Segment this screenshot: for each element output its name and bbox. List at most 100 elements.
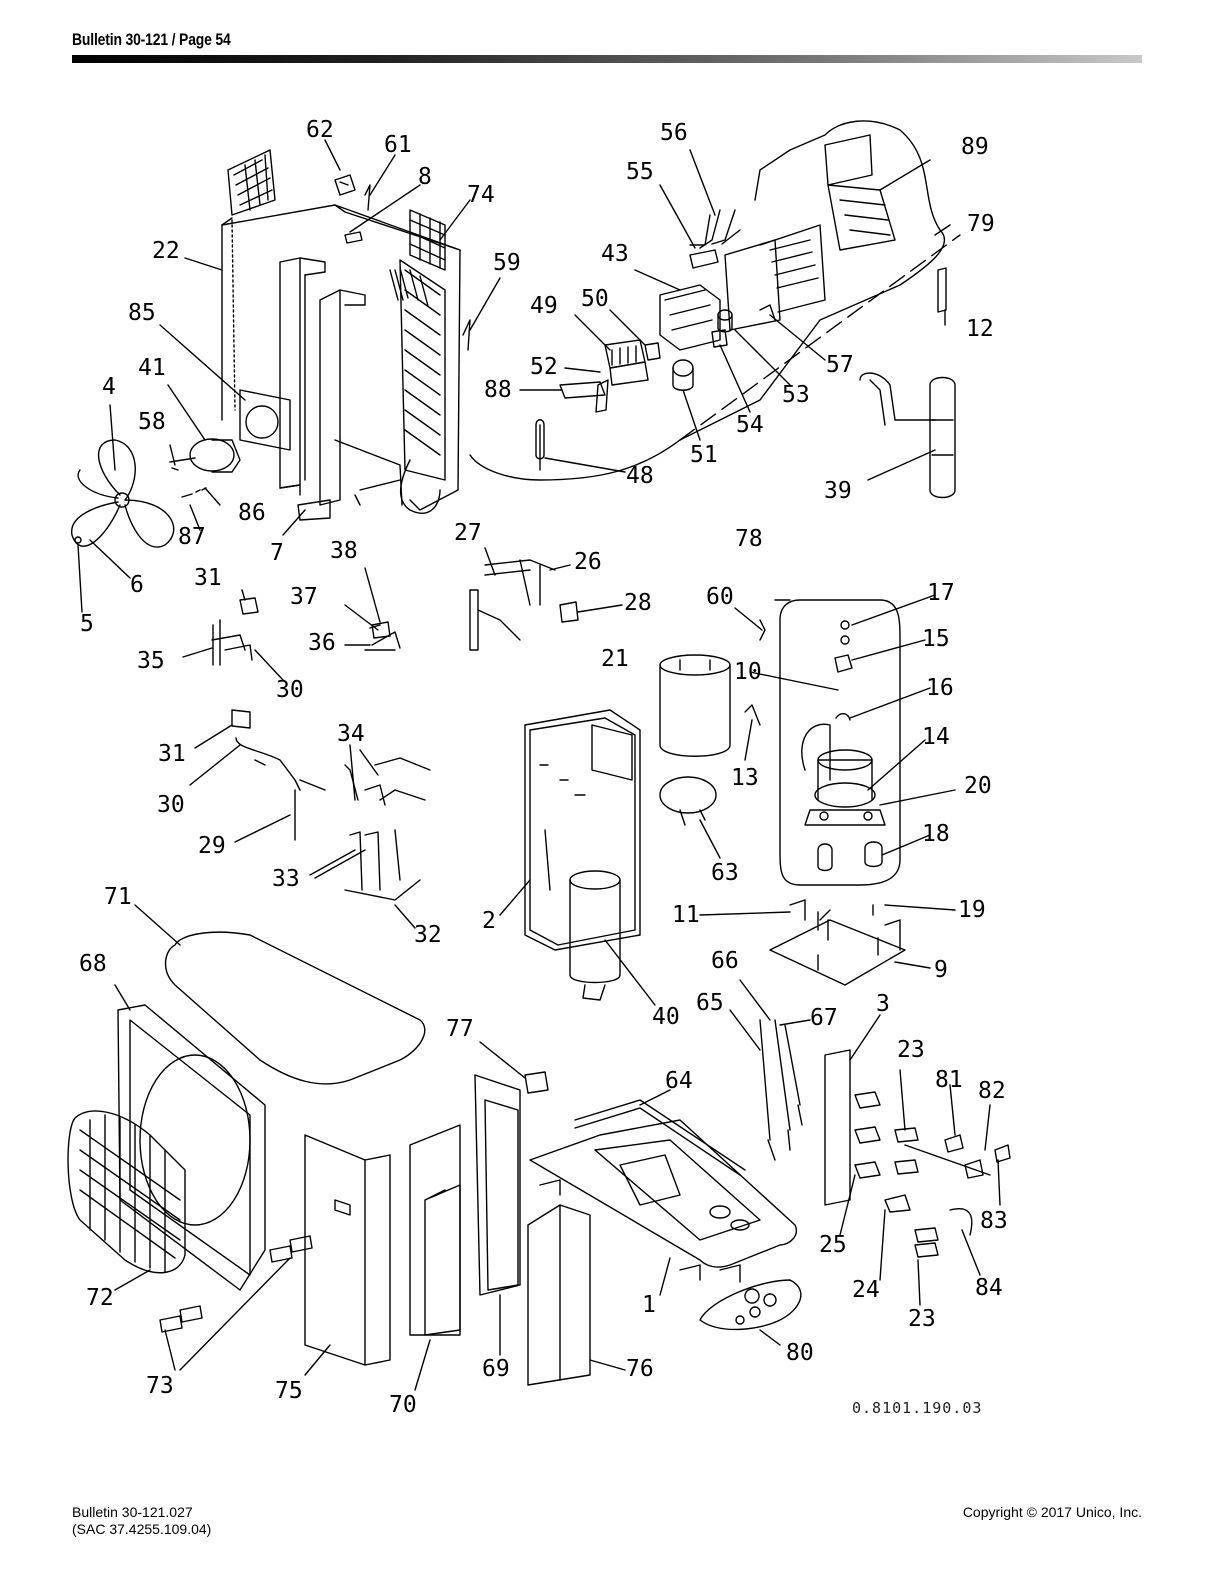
callout-8: 8 [418, 164, 432, 190]
callout-22: 22 [152, 238, 180, 264]
callout-27: 27 [454, 520, 482, 546]
callout-70: 70 [389, 1392, 417, 1418]
callout-79: 79 [967, 211, 995, 237]
accumulator [859, 372, 956, 499]
header-rule [72, 55, 1142, 63]
callout-84: 84 [975, 1275, 1003, 1301]
callout-20: 20 [964, 773, 992, 799]
footer-bulletin-info: Bulletin 30-121.027 (SAC 37.4255.109.04) [72, 1504, 211, 1538]
drawing-number: 0.8101.190.03 [852, 1399, 982, 1417]
callout-58: 58 [138, 409, 166, 435]
callout-73: 73 [146, 1373, 174, 1399]
callout-37: 37 [290, 584, 318, 610]
footer-copyright: Copyright © 2017 Unico, Inc. [962, 1504, 1142, 1520]
callout-21: 21 [601, 646, 629, 672]
callout-62: 62 [306, 117, 334, 143]
callout-41: 41 [138, 355, 166, 381]
callout-72: 72 [86, 1285, 114, 1311]
callout-10: 10 [734, 659, 762, 685]
callout-15: 15 [922, 626, 950, 652]
callout-23-lower: 23 [908, 1306, 936, 1332]
callout-23-upper: 23 [897, 1037, 925, 1063]
electrical-assembly [469, 120, 961, 481]
condenser-coil-assembly [71, 149, 471, 548]
callout-87: 87 [178, 524, 206, 550]
callout-81: 81 [935, 1067, 963, 1093]
callout-69: 69 [482, 1356, 510, 1382]
callout-48: 48 [626, 463, 654, 489]
callout-4: 4 [102, 374, 116, 400]
callout-64: 64 [665, 1068, 693, 1094]
callout-54: 54 [736, 412, 764, 438]
callout-33: 33 [272, 866, 300, 892]
callout-88: 88 [484, 377, 512, 403]
callout-67: 67 [810, 1005, 838, 1031]
callout-7: 7 [270, 540, 284, 566]
leader-lines [77, 139, 1001, 1391]
callout-38: 38 [330, 538, 358, 564]
callout-66: 66 [711, 948, 739, 974]
callout-25: 25 [819, 1232, 847, 1258]
callout-63: 63 [711, 860, 739, 886]
callout-65: 65 [696, 990, 724, 1016]
callout-11: 11 [672, 902, 700, 928]
callout-61: 61 [384, 132, 412, 158]
callout-51: 51 [690, 442, 718, 468]
callout-40: 40 [652, 1004, 680, 1030]
callout-85: 85 [128, 300, 156, 326]
callout-59: 59 [493, 250, 521, 276]
page-header-title: Bulletin 30-121 / Page 54 [72, 30, 231, 49]
callout-77: 77 [446, 1016, 474, 1042]
callout-14: 14 [922, 724, 950, 750]
callout-39: 39 [824, 478, 852, 504]
callout-35: 35 [137, 648, 165, 674]
callout-26: 26 [574, 549, 602, 575]
callout-16: 16 [926, 675, 954, 701]
callout-71: 71 [104, 884, 132, 910]
compressor-assembly [524, 599, 906, 1001]
callout-36: 36 [308, 630, 336, 656]
callout-31-lower: 31 [158, 741, 186, 767]
callout-2: 2 [482, 908, 496, 934]
callout-43: 43 [601, 241, 629, 267]
callout-3: 3 [876, 991, 890, 1017]
callout-1: 1 [642, 1292, 656, 1318]
callout-32: 32 [414, 922, 442, 948]
cabinet-panels [67, 931, 802, 1386]
callout-24: 24 [852, 1277, 880, 1303]
callout-89: 89 [961, 134, 989, 160]
callout-55: 55 [626, 159, 654, 185]
callout-68: 68 [79, 951, 107, 977]
callout-34: 34 [337, 721, 365, 747]
callout-labels: 62 61 8 74 22 59 85 41 4 58 86 87 7 6 5 … [79, 117, 1008, 1418]
callout-13: 13 [731, 765, 759, 791]
callout-57: 57 [826, 352, 854, 378]
callout-76: 76 [626, 1356, 654, 1382]
callout-19: 19 [958, 897, 986, 923]
footer-sac-number: (SAC 37.4255.109.04) [72, 1521, 212, 1537]
callout-52: 52 [530, 354, 558, 380]
callout-82: 82 [978, 1078, 1006, 1104]
callout-60: 60 [706, 584, 734, 610]
callout-49: 49 [530, 293, 558, 319]
callout-74: 74 [467, 182, 495, 208]
callout-78: 78 [735, 526, 763, 552]
callout-56: 56 [660, 120, 688, 146]
callout-80: 80 [786, 1340, 814, 1366]
valve-assemblies [211, 559, 579, 901]
callout-12: 12 [966, 316, 994, 342]
callout-31-upper: 31 [194, 565, 222, 591]
callout-75: 75 [275, 1378, 303, 1404]
footer-bulletin-number: Bulletin 30-121.027 [72, 1504, 193, 1520]
callout-5: 5 [80, 611, 94, 637]
callout-29: 29 [198, 833, 226, 859]
callout-18: 18 [922, 821, 950, 847]
callout-28: 28 [624, 590, 652, 616]
callout-30-lower: 30 [157, 792, 185, 818]
callout-86: 86 [238, 500, 266, 526]
callout-6: 6 [130, 572, 144, 598]
callout-50: 50 [581, 286, 609, 312]
service-valves [759, 1019, 1011, 1258]
callout-30-upper: 30 [276, 677, 304, 703]
